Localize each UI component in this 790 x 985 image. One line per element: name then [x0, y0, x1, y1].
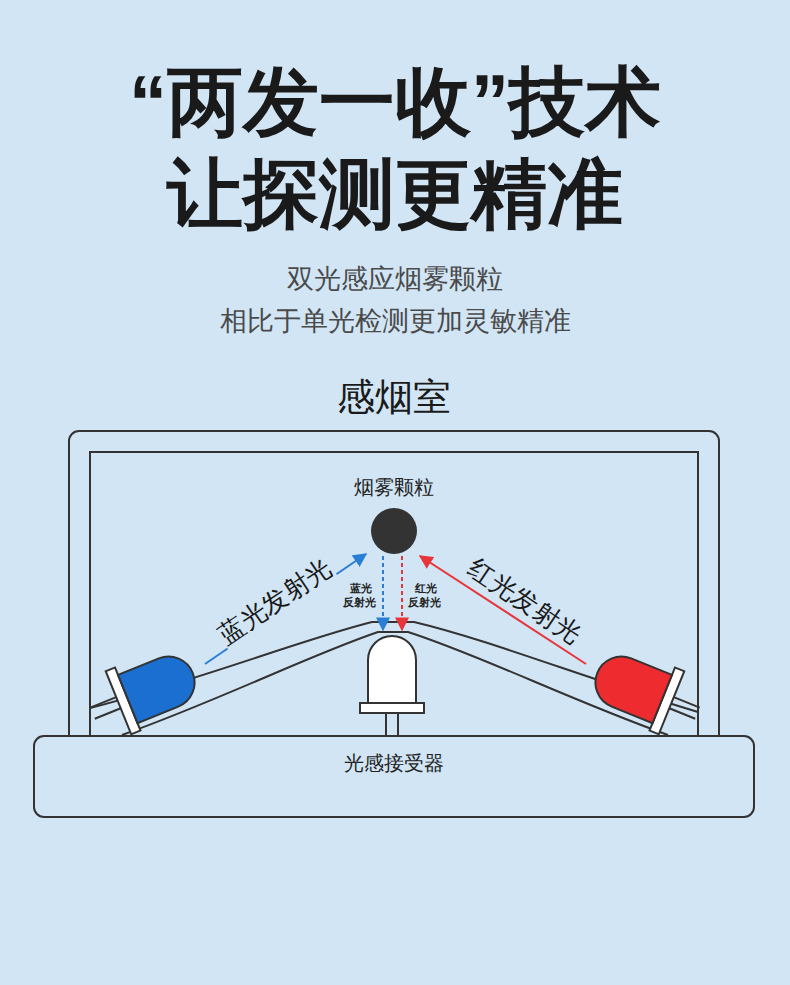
subtitle: 双光感应烟雾颗粒 相比于单光检测更加灵敏精准: [180, 258, 610, 342]
ray-label: 红光发射光: [446, 541, 604, 661]
smoke-particle: 烟雾颗粒: [336, 472, 452, 558]
red-led: [585, 641, 711, 745]
receiver-base: 光感接受器: [33, 735, 755, 818]
reflect-label: 蓝光 反射光: [340, 581, 380, 609]
smoke-chamber-shape: [68, 430, 720, 735]
blue-reflect-ray: [382, 556, 384, 630]
receiver-led: [360, 636, 424, 740]
smoke-particle-text: 烟雾颗粒: [336, 474, 452, 500]
ray-label-text: 红光发射光: [462, 552, 588, 651]
subtitle-text: 双光感应烟雾颗粒 相比于单光检测更加灵敏精准: [220, 264, 571, 336]
base-outline: [34, 736, 754, 817]
ray-label-text: 蓝光发射光: [212, 552, 338, 651]
smoke-chamber-text: 感烟室: [68, 374, 720, 420]
receiver-base-text: 光感接受器: [33, 750, 755, 776]
holder-curve: [122, 632, 668, 735]
reflect-label: 红光 反射光: [405, 581, 445, 609]
chamber-outer: [69, 431, 719, 756]
smoke-chamber: 感烟室烟雾颗粒: [68, 430, 720, 735]
title: “两发一收”技术 让探测更精准: [95, 56, 695, 240]
reflect-label-text: 蓝光 反射光: [343, 582, 377, 608]
blue-led: [80, 641, 206, 745]
red-reflect-ray: [401, 556, 403, 630]
ray-label: 蓝光发射光: [196, 541, 354, 661]
reflect-label-text: 红光 反射光: [408, 582, 442, 608]
particle-dot: [371, 508, 417, 554]
receiver-base-shape: [33, 735, 755, 818]
chamber-inner: [90, 452, 698, 767]
